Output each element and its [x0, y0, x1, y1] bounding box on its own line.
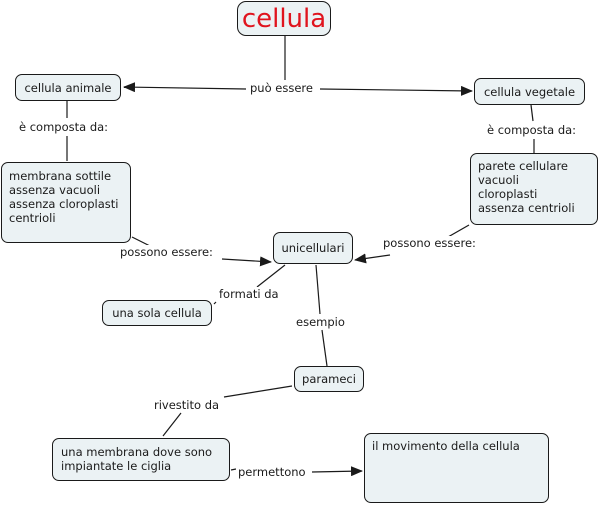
edge-vegetale-box-possono: [447, 224, 470, 238]
edge-permettono-movimento: [311, 466, 363, 477]
concept-membrana-ciglia[interactable]: una membrana dove sono impiantate le cig…: [52, 438, 230, 481]
concept-animale-composizione[interactable]: membrana sottile assenza vacuoli assenza…: [1, 162, 131, 243]
edge-puo-essere-animale: [123, 82, 247, 93]
link-label-esempio: esempio: [294, 315, 347, 329]
concept-movimento[interactable]: il movimento della cellula: [364, 433, 549, 503]
concept-una-sola-cellula[interactable]: una sola cellula: [102, 300, 212, 326]
link-label-formati-da: formati da: [217, 287, 281, 301]
link-label-possono-essere-left: possono essere:: [118, 245, 215, 259]
edge-unicellulari-formati: [256, 264, 286, 288]
edge-formati-sola-cellula: [213, 301, 217, 305]
edge-parameci-rivestito: [223, 385, 293, 398]
edge-puo-essere-vegetale: [319, 85, 473, 96]
concept-unicellulari[interactable]: unicellulari: [273, 232, 353, 264]
link-label-composta-animale: è composta da:: [17, 120, 111, 134]
edge-esempio-parameci: [321, 329, 328, 367]
concept-vegetale-composizione[interactable]: parete cellulare vacuoli cloroplasti ass…: [470, 153, 598, 225]
edge-vegetale-composta: [530, 104, 534, 122]
concept-cellula-vegetale[interactable]: cellula vegetale: [474, 78, 585, 105]
edge-possono-unicellulari-left: [221, 256, 272, 267]
link-label-composta-vegetale: è composta da:: [485, 123, 579, 137]
link-label-possono-essere-right: possono essere:: [381, 236, 478, 250]
concept-cellula-animale[interactable]: cellula animale: [15, 74, 121, 101]
concept-cellula[interactable]: cellula: [237, 1, 331, 36]
edge-membrana-permettono: [230, 468, 237, 471]
concept-parameci[interactable]: parameci: [294, 366, 364, 392]
edge-rivestito-membrana: [162, 412, 182, 437]
link-label-rivestito-da: rivestito da: [152, 398, 222, 412]
link-label-puo-essere: può essere: [248, 81, 315, 95]
edge-unicellulari-esempio: [315, 264, 321, 315]
edge-possono-unicellulari-right: [354, 253, 391, 264]
link-label-permettono: permettono: [236, 465, 308, 479]
